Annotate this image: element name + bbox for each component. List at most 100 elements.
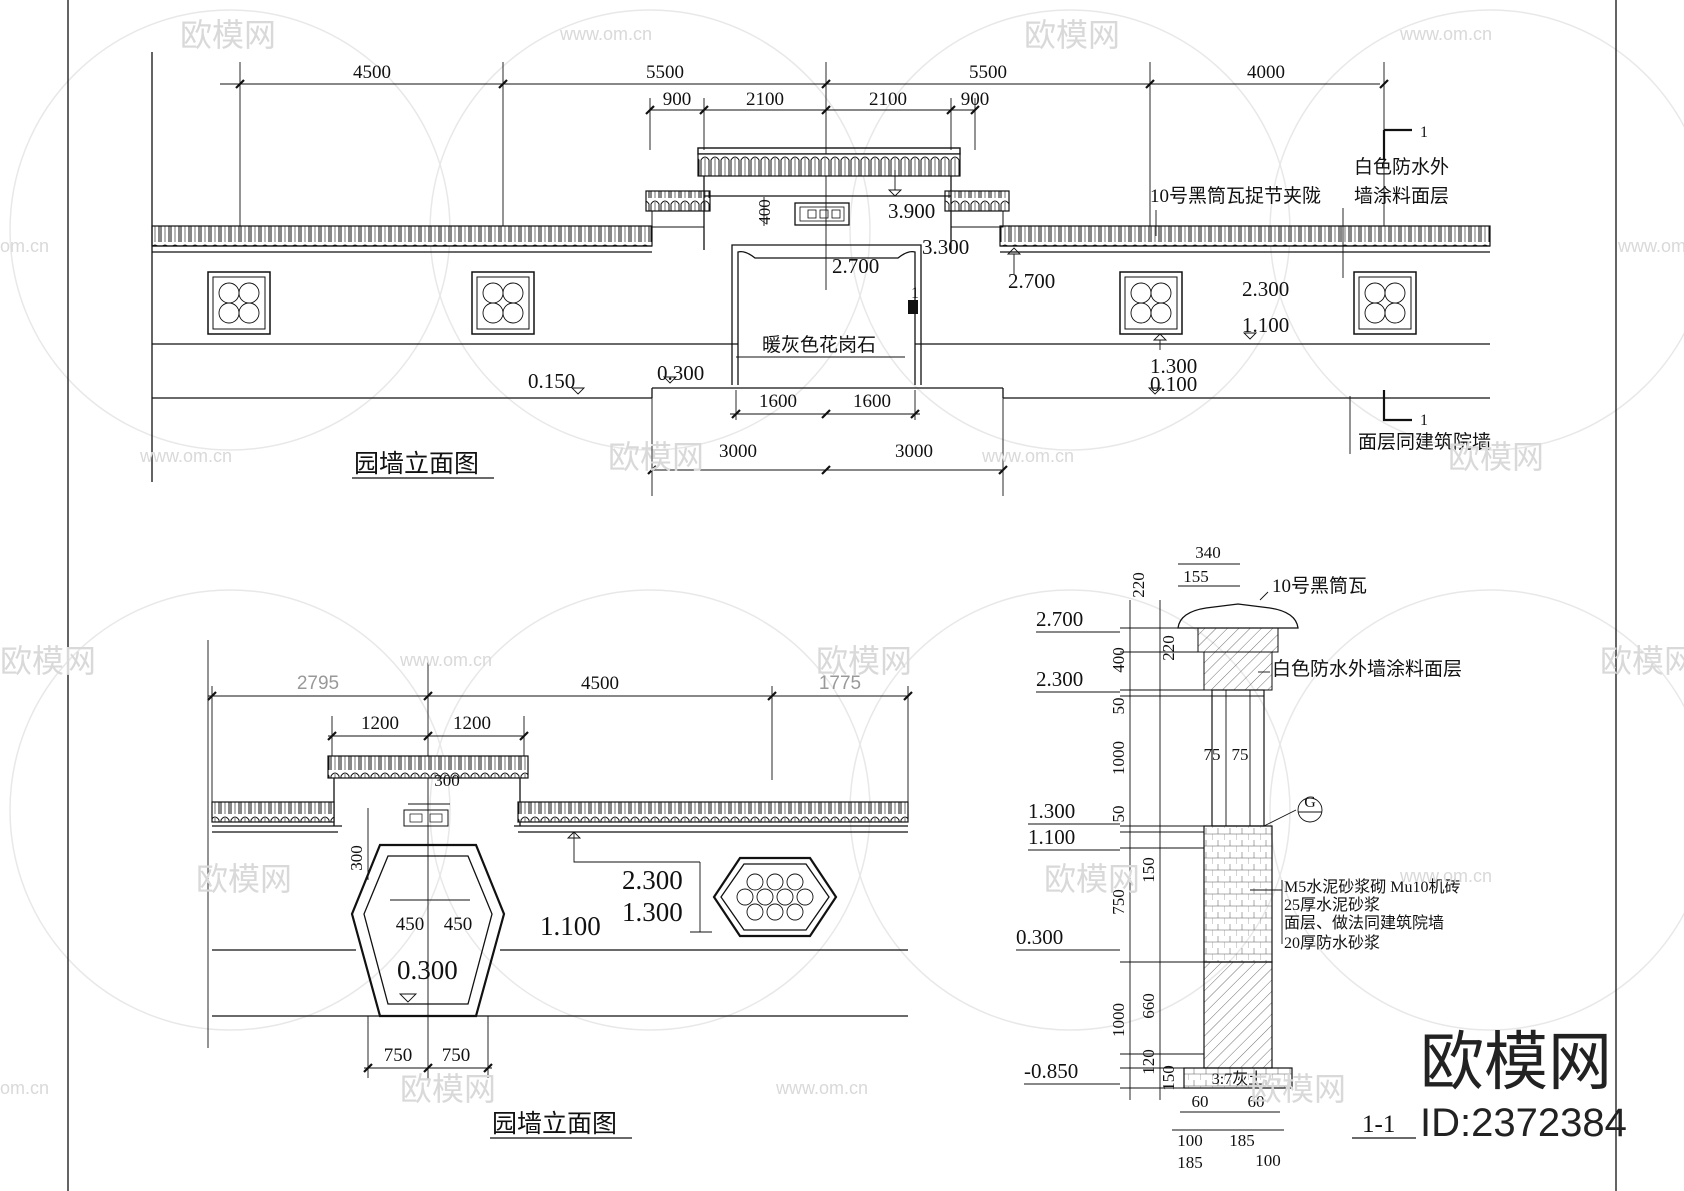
dim-300-h: 300	[434, 771, 460, 790]
bottom-sub-dim-2: 1200	[453, 713, 491, 734]
granite-label: 暖灰色花岗石	[762, 334, 876, 356]
sec-dim-750: 750	[1109, 889, 1128, 915]
door-dim-1: 1600	[759, 391, 797, 412]
elev-1100: 1.100	[1242, 313, 1289, 337]
wm-logo-2: 欧模网	[1024, 17, 1120, 53]
sec-dim-400: 400	[1109, 647, 1128, 673]
wm-url-5: www.om.cn	[399, 650, 492, 670]
sec-dim-185b: 185	[1177, 1153, 1203, 1172]
dim-750-1: 750	[384, 1045, 413, 1066]
sec-brick-note: M5水泥砂浆砌 Mu10机砖	[1284, 878, 1460, 896]
lattice-window-2	[471, 271, 535, 335]
elev-0100: 0.100	[1150, 372, 1197, 396]
wm-logo-9: 欧模网	[1044, 861, 1140, 897]
sec-dim-100a: 100	[1177, 1131, 1203, 1150]
wm-side-2: www.om.cn	[1617, 236, 1684, 256]
sheet-frame	[67, 0, 1617, 1191]
elev-3900: 3.900	[888, 199, 935, 223]
watermarks: 欧模网 www.om.cn 欧模网 www.om.cn om.cn www.om…	[0, 17, 1684, 1107]
tile-note: 10号黑筒瓦捉节夹陇	[1150, 185, 1321, 207]
wm-logo-11: 欧模网	[1250, 1071, 1346, 1107]
top-elevation: 4500 5500 5500 4000 900 2100 2100 900 4	[151, 52, 1491, 496]
bottom-elev-0300: 0.300	[397, 955, 458, 985]
sec-dim-50b: 50	[1109, 806, 1128, 823]
elev-0150: 0.150	[528, 369, 575, 393]
finish-note: 面层同建筑院墙	[1358, 431, 1491, 453]
elev-0300: 0.300	[657, 361, 704, 385]
elev-2700-right: 2.700	[1008, 269, 1055, 293]
section-title: 1-1	[1362, 1111, 1395, 1138]
wm-url-7: www.om.cn	[775, 1078, 868, 1098]
sec-dim-185a: 185	[1229, 1131, 1255, 1150]
sec-dim-60b: 60	[1248, 1092, 1265, 1111]
sec-elev-1100: 1.100	[1028, 825, 1075, 849]
sec-dim-50a: 50	[1109, 698, 1128, 715]
wm-side-1: om.cn	[0, 236, 49, 256]
wm-url-6: www.om.cn	[1399, 866, 1492, 886]
top-dim-1: 4500	[353, 62, 391, 83]
coating-note-1: 白色防水外	[1354, 156, 1449, 178]
top-dim-4: 4000	[1247, 62, 1285, 83]
sec-dim-60a: 60	[1192, 1092, 1209, 1111]
bottom-elev-1300: 1.300	[622, 897, 683, 927]
section-cut-top-label: 1	[1420, 124, 1428, 141]
sub-dim-4: 900	[961, 89, 990, 110]
bottom-sub-dim-1: 1200	[361, 713, 399, 734]
sec-elev-1300: 1.300	[1028, 799, 1075, 823]
sec-elev-m0850: -0.850	[1024, 1059, 1078, 1083]
section-1-1: 3:7灰土 220 220 400 50 1000 50 150 750 660…	[1016, 543, 1462, 1172]
sec-dim-1000a: 1000	[1109, 741, 1128, 775]
sec-dim-340: 340	[1195, 543, 1221, 562]
elev-2700-left: 2.700	[832, 254, 879, 278]
dim-750-2: 750	[442, 1045, 471, 1066]
wm-logo-1: 欧模网	[180, 17, 276, 53]
sec-dim-120: 120	[1139, 1049, 1158, 1075]
sec-dim-660: 660	[1139, 993, 1158, 1019]
lattice-window-1	[207, 271, 271, 335]
sub-dim-2: 2100	[746, 89, 784, 110]
sec-dim-150b: 150	[1159, 1065, 1178, 1091]
sec-elev-2300: 2.300	[1036, 667, 1083, 691]
wm-logo-10: 欧模网	[400, 1071, 496, 1107]
sec-tile-note: 10号黑筒瓦	[1272, 575, 1367, 597]
section-mark: 1	[911, 285, 919, 302]
sec-dim-1000b: 1000	[1109, 1003, 1128, 1037]
sub-dim-1: 900	[663, 89, 692, 110]
coating-note-2: 墙涂料面层	[1354, 185, 1449, 207]
bottom-dim-2: 4500	[581, 673, 619, 694]
grid-mark: G	[1304, 794, 1316, 811]
wm-logo-5: 欧模网	[0, 643, 96, 679]
bottom-elev-1100: 1.100	[540, 911, 601, 941]
sec-elev-2700: 2.700	[1036, 607, 1083, 631]
wm-url-2: www.om.cn	[1399, 24, 1492, 44]
top-dim-3: 5500	[969, 62, 1007, 83]
bottom-elev-2300: 2.300	[622, 865, 683, 895]
bottom-view-title: 园墙立面图	[492, 1110, 617, 1138]
sec-finish-note: 面层、做法同建筑院墙	[1284, 914, 1444, 932]
wm-url-4: www.om.cn	[981, 446, 1074, 466]
elev-3300: 3.300	[922, 235, 969, 259]
sec-dim-100b: 100	[1255, 1151, 1281, 1170]
dim-450-2: 450	[444, 914, 473, 935]
dim-300-v: 300	[347, 845, 366, 871]
gate-dim-2: 3000	[895, 441, 933, 462]
elev-2300: 2.300	[1242, 277, 1289, 301]
top-dim-2: 5500	[646, 62, 684, 83]
wm-logo-8: 欧模网	[196, 861, 292, 897]
sec-dim-150: 150	[1139, 857, 1158, 883]
sec-dim-220a: 220	[1129, 572, 1148, 598]
hexagon-window	[712, 856, 838, 938]
section-cut-bottom-label: 1	[1420, 412, 1428, 429]
brand-id: ID:2372384	[1420, 1101, 1627, 1145]
wm-logo-7: 欧模网	[1600, 643, 1684, 679]
window-dim: 400	[755, 199, 774, 225]
sec-coating-note: 白色防水外墙涂料面层	[1272, 658, 1462, 680]
lattice-window-4	[1353, 271, 1417, 335]
sec-dim-155: 155	[1183, 567, 1209, 586]
wm-url-1: www.om.cn	[559, 24, 652, 44]
sub-dim-3: 2100	[869, 89, 907, 110]
dim-450-1: 450	[396, 914, 425, 935]
sec-dim-220b: 220	[1159, 635, 1178, 661]
sec-elev-0300: 0.300	[1016, 925, 1063, 949]
bottom-dim-3: 1775	[819, 673, 861, 694]
